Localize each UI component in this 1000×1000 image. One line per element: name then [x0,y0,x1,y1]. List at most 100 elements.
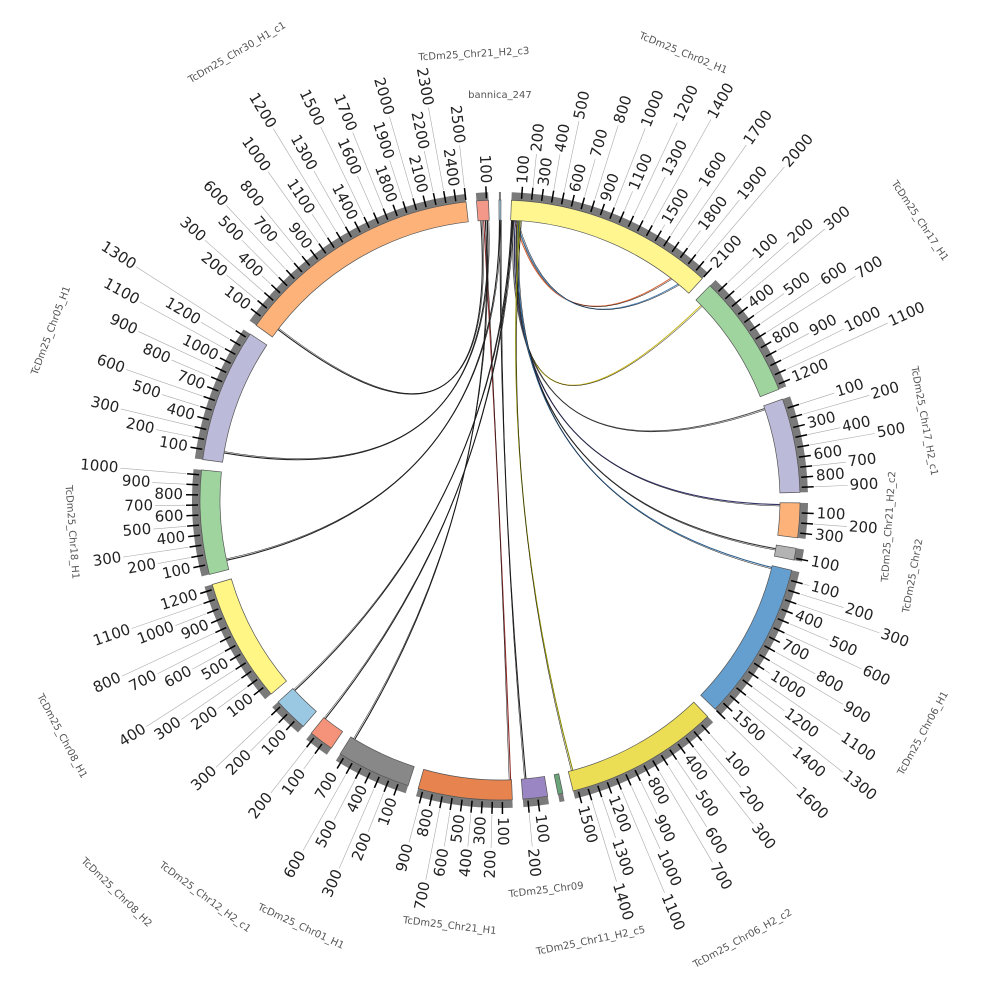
tick-label: 400 [744,280,778,312]
tick-label: 100 [809,552,841,575]
tick-mark [293,262,303,273]
tick-mark [587,788,593,801]
tick-label: 2300 [413,66,438,107]
tick-leader [267,171,319,243]
tick-label: 1700 [740,107,777,149]
tick-mark [354,767,362,780]
tick-mark [760,341,772,349]
tick-mark [210,617,223,624]
tick-leader [311,214,328,237]
tick-leader [490,814,493,848]
tick-leader [157,557,191,564]
tick-mark [770,359,782,367]
tick-leader [808,427,841,435]
tick-label: 900 [849,475,878,494]
segment-TcDm25_Chr06_H1[interactable]: 1002003004005006007008009001000110012001… [700,565,951,823]
tick-label: 2200 [407,110,433,151]
tick-label: 300 [318,866,346,899]
tick-mark [685,737,695,748]
segment-band [417,768,513,801]
tick-label: 200 [124,414,156,437]
tick-label: 100 [494,817,512,846]
tick-mark [197,415,210,421]
tick-leader [814,485,848,488]
chromosome-label: TcDm25_Chr01_H1 [255,902,346,952]
tick-mark [382,208,389,220]
tick-mark [792,423,805,429]
tick-mark [354,221,361,233]
segment-TcDm25_Chr06_H2_c2[interactable]: 1002003004005006007008009001000110012001… [567,701,794,971]
segment-band [255,201,469,338]
tick-leader [584,158,596,197]
tick-mark [335,231,344,243]
link-ribbon-edge [516,220,572,771]
segment-TcDm25_Chr21_H1[interactable]: 100200300400500600700800900TcDm25_Chr21_… [392,768,513,937]
tick-leader [275,241,294,263]
tick-mark [660,754,669,766]
tick-leader [710,734,727,753]
segment-TcDm25_Chr08_H1[interactable]: 100200300400500600700800900100011001200T… [34,578,287,781]
segment-band [310,717,344,749]
tick-mark [432,192,437,206]
chromosome-label: TcDm25_Chr21_H2_c3 [417,46,529,64]
tick-leader [273,128,337,232]
segment-TcDm25_Chr02_H1[interactable]: 1002003004005006007008009001000110012001… [510,30,817,294]
tick-mark [344,226,353,238]
segment-TcDm25_Chr30_H1_c1[interactable]: 1002003004005006007008009001000110012001… [176,20,469,338]
chromosome-label: TcDm25_Chr09 [507,881,584,901]
tick-label: 300 [748,819,780,853]
tick-mark [402,201,408,214]
tick-label: 700 [779,635,813,664]
tick-mark [187,524,200,527]
tick-mark [229,338,241,347]
tick-label: 300 [470,816,490,846]
tick-label: 600 [817,258,851,289]
chromosome-label: TcDm25_Chr06_H2_c2 [691,907,794,971]
segment-TcDm25_Chr18_H1[interactable]: 1002003004005006007008009001000TcDm25_Ch… [62,455,230,583]
tick-leader [563,121,580,192]
tick-leader [313,170,346,226]
tick-leader [775,651,816,675]
segment-scale-ring [522,796,549,808]
tick-leader [131,603,203,629]
tick-label: 700 [126,666,160,695]
tick-mark [364,772,371,784]
tick-mark [781,608,793,615]
tick-mark [748,670,759,680]
tick-leader [217,687,247,709]
tick-label: 700 [411,880,434,912]
tick-mark [606,782,613,794]
tick-label: 1400 [704,80,738,122]
tick-leader [302,774,346,851]
tick-mark [219,357,232,364]
tick-mark [801,512,814,515]
tick-label: 400 [456,848,477,878]
segment-scale-ring [204,584,272,700]
segment-bannica_247[interactable]: bannica_247 [468,90,532,221]
link-ribbon [516,220,702,386]
tick-label: 200 [126,555,157,578]
tick-label: 1000 [80,455,120,476]
tick-mark [206,385,219,392]
tick-label: 900 [806,310,840,339]
link-ribbon [514,220,780,506]
tick-label: 400 [156,528,187,549]
tick-label: 500 [122,520,152,540]
tick-mark [480,801,483,814]
tick-mark [798,454,811,458]
tick-leader [759,678,841,736]
tick-mark [634,769,642,782]
chromosome-label: TcDm25_Chr08_H2 [78,855,154,929]
chromosome-label: TcDm25_Chr21_H1 [401,915,497,937]
tick-label: 1600 [334,135,366,177]
tick-mark [200,589,212,595]
tick-label: 700 [311,769,341,803]
tick-label: 200 [848,517,878,537]
